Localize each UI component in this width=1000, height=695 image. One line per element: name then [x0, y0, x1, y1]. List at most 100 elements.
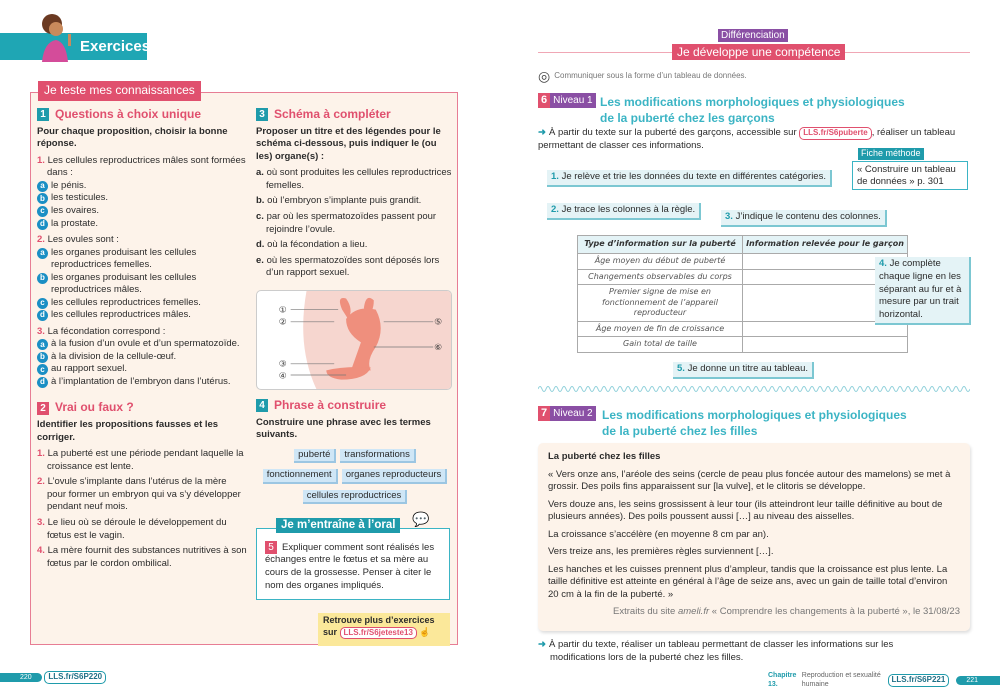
step-number: 4. — [879, 258, 887, 269]
option-text: la prostate. — [51, 217, 98, 229]
option-text: à l’implantation de l’embryon dans l’uté… — [51, 375, 231, 387]
statement: 1. La puberté est une période pendant la… — [37, 448, 247, 473]
task-text: À partir du texte, réaliser un tableau p… — [548, 639, 894, 663]
question-number: 1. — [37, 154, 45, 166]
exercise-number: 5 — [265, 541, 277, 554]
item-letter: b. — [256, 195, 265, 207]
exercise-6-title: Les modifications morphologiques et phys… — [600, 94, 905, 126]
row-label: Âge moyen de fin de croissance — [577, 320, 743, 338]
more-text: Retrouve plus d’exercices — [323, 615, 435, 625]
step-text: Je trace les colonnes à la règle. — [561, 204, 696, 215]
item-text: où l’embryon s’implante puis grandit. — [267, 195, 422, 207]
schema-question-list: a. où sont produites les cellules reprod… — [256, 167, 454, 279]
column-header: Type d’information sur la puberté — [577, 235, 743, 254]
title-line: Les modifications morphologiques et phys… — [602, 408, 907, 422]
schema-question: d. où la fécondation a lieu. — [256, 239, 454, 252]
page-link[interactable]: LLS.fr/S6P220 — [44, 671, 107, 684]
exercise-title: Vrai ou faux ? — [55, 400, 134, 415]
exercise-number: 4 — [256, 399, 268, 413]
item-text: où la fécondation a lieu. — [267, 239, 368, 251]
option-letter-icon: d — [37, 310, 48, 322]
exercise-7-title: Les modifications morphologiques et phys… — [602, 407, 907, 439]
step-number: 2. — [551, 204, 559, 215]
puberte-link[interactable]: LLS.fr/S6puberte — [799, 127, 872, 140]
question-number: 2. — [37, 234, 45, 246]
statement: 3. Le lieu où se déroule le développemen… — [37, 517, 247, 542]
step-text: Je donne un titre au tableau. — [687, 363, 809, 374]
excerpt-paragraph: Les hanches et les cuisses prennent plus… — [548, 563, 948, 600]
question-number: 3. — [37, 325, 45, 337]
option-letter-icon: b — [37, 351, 48, 363]
option-text: les cellules reproductrices mâles. — [51, 309, 191, 321]
excerpt-paragraph: Vers treize ans, les premières règles su… — [548, 546, 774, 558]
page-link[interactable]: LLS.fr/S6P221 — [887, 673, 950, 687]
schema-question: a. où sont produites les cellules reprod… — [256, 167, 454, 192]
item-letter: e. — [256, 254, 264, 266]
diagram-label: ⑤ — [434, 318, 442, 328]
more-sur: sur — [323, 626, 338, 637]
method-sheet-tag: Fiche méthode — [858, 148, 924, 160]
exercise-title: Questions à choix unique — [55, 107, 202, 121]
term-chip: fonctionnement — [262, 469, 338, 484]
exercise-title: Schéma à compléter — [274, 107, 391, 121]
row-label: Premier signe de mise en fonctionnement … — [577, 284, 743, 322]
option-letter-icon: a — [37, 339, 48, 351]
exercise-number: 1 — [37, 108, 49, 122]
more-exercises-box: Retrouve plus d’exercices sur LLS.fr/S6j… — [318, 613, 450, 646]
source: Extraits du site ameli.fr « Comprendre l… — [548, 606, 960, 619]
footer-right: Chapitre 13.Reproduction et sexualité hu… — [768, 671, 1000, 689]
term-chip: organes reproducteurs — [341, 469, 448, 484]
table-row: Âge moyen du début de puberté — [577, 253, 908, 270]
exercise-number: 2 — [37, 401, 49, 415]
document-title: La puberté chez les filles — [548, 451, 661, 462]
statement-text: L’ovule s’implante dans l’utérus de la m… — [47, 476, 241, 513]
step-number: 5. — [677, 363, 685, 374]
exercise-title: Phrase à construire — [274, 398, 387, 412]
diagram-label: ⑥ — [434, 343, 442, 353]
step-5: 5. Je donne un titre au tableau. — [673, 362, 815, 379]
statement-number: 2. — [37, 476, 45, 488]
true-false-list: 1. La puberté est une période pendant la… — [37, 448, 247, 570]
chapter-number: Chapitre 13. — [768, 672, 797, 689]
intro-text-2: , réaliser un tableau permettant de clas… — [538, 127, 956, 151]
more-exercises-link[interactable]: LLS.fr/S6jeteste13 — [339, 626, 417, 640]
row-label: Gain total de taille — [577, 336, 743, 353]
option-text: les organes produisant les cellules repr… — [51, 246, 197, 271]
statement-number: 1. — [37, 448, 45, 460]
schema-question: e. où les spermatozoïdes sont déposés lo… — [256, 255, 454, 280]
exercise-number: 7 — [538, 406, 551, 421]
wave-divider — [538, 386, 970, 392]
schema-question: b. où l’embryon s’implante puis grandit. — [256, 195, 454, 208]
term-chip: cellules reproductrices — [302, 489, 408, 505]
source-text: « Comprendre les changements à la pubert… — [711, 606, 960, 618]
step-1: 1. Je relève et trie les données du text… — [547, 170, 832, 187]
excerpt-paragraph: La croissance s’accélère (en moyenne 8 c… — [548, 528, 769, 540]
level-label: Niveau 2 — [550, 406, 596, 422]
table-row: Premier signe de mise en fonctionnement … — [577, 284, 908, 322]
table-row: Âge moyen de fin de croissance — [577, 320, 908, 338]
question-text: Les cellules reproductrices mâles sont f… — [47, 154, 246, 179]
empty-cell — [742, 336, 908, 353]
document-excerpt: La puberté chez les filles « Vers onze a… — [538, 443, 970, 631]
statement-number: 4. — [37, 545, 45, 557]
item-text: par où les spermatozoïdes passent pour r… — [266, 211, 437, 235]
option-text: à la fusion d’un ovule et d’un spermatoz… — [51, 338, 240, 350]
step-3: 3. J’indique le contenu des colonnes. — [721, 210, 887, 227]
